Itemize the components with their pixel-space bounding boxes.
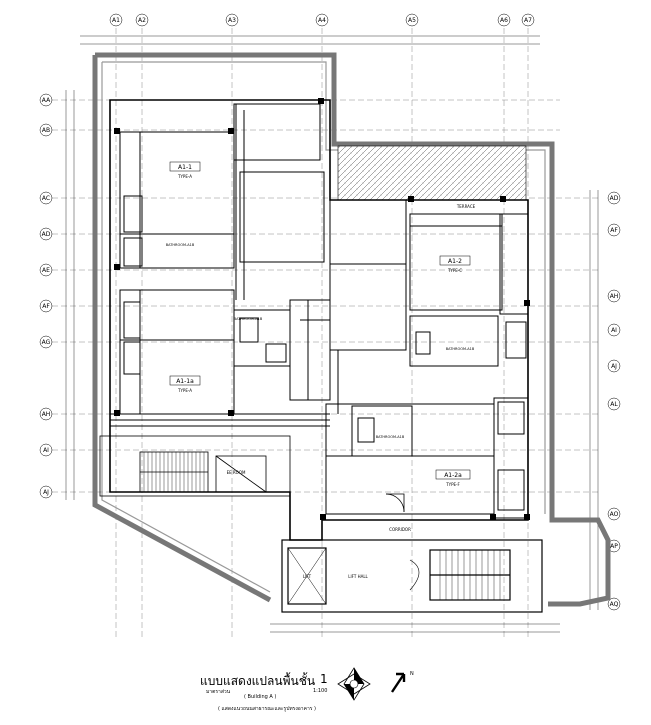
compass-icon <box>337 667 371 701</box>
grid-label: A6 <box>500 17 508 24</box>
unit-name: A1-2a <box>444 472 462 479</box>
terrace-label: TERRACE <box>456 204 476 209</box>
grid-label: AF <box>610 227 618 234</box>
title-building: ( Building A ) <box>244 694 277 700</box>
terrace-hatch <box>337 145 527 201</box>
title-scale: 1:100 <box>313 688 328 694</box>
grid-label: AO <box>610 511 619 518</box>
dimension-lines <box>65 35 599 633</box>
grid-label: A5 <box>408 17 416 24</box>
unit-name: A1-1a <box>176 378 194 385</box>
title-scale-caption: มาตราส่วน <box>206 689 231 695</box>
lift-label: LIFT <box>303 574 312 579</box>
corridor-label: CORRIDOR <box>389 527 411 532</box>
grid-label: A2 <box>138 17 146 24</box>
title-note: ( แสดงแนวถนนสาธารณะและรูปทรงอาคาร ) <box>218 706 316 712</box>
unit-type: TYPE-A <box>177 388 192 393</box>
lift-core <box>281 539 543 613</box>
room-labels: A1-1 TYPE-A A1-1a TYPE-A A1-2 TYPE-C A1-… <box>166 161 476 579</box>
interior-walls <box>110 103 529 519</box>
grid-left-labels: AA AB AC AD AE AF AG AH AI AJ <box>42 97 51 496</box>
unit-name: A1-1 <box>178 164 192 171</box>
grid-label: AL <box>610 401 618 408</box>
grid-label: A1 <box>112 17 120 24</box>
grid-label: AH <box>610 293 619 300</box>
north-label: N <box>410 671 414 677</box>
unit-type: TYPE-C <box>447 268 462 273</box>
north-arrow-icon <box>391 672 406 693</box>
grid-line-a6 <box>497 13 511 640</box>
site-boundary-inner <box>101 61 546 593</box>
grid-label: A3 <box>228 17 236 24</box>
grid-label: AJ <box>611 363 617 370</box>
grid-label: AG <box>42 339 51 346</box>
lift-hall-label: LIFT HALL <box>348 574 368 579</box>
title-main: แบบแสดงแปลนพื้นชั้น <box>200 674 316 688</box>
grid-top-labels: A1 A2 A3 A4 A5 A6 A7 <box>112 17 532 24</box>
entry-door <box>385 493 405 513</box>
grid-label: AD <box>610 195 619 202</box>
bathroom-label: BATHROOM-A1B <box>234 317 263 321</box>
grid-label: AJ <box>43 489 49 496</box>
grid-label: AP <box>610 543 618 550</box>
grid-label: AF <box>42 303 50 310</box>
columns <box>114 98 530 520</box>
grid-label: AB <box>42 127 50 134</box>
grid-label: AQ <box>610 601 619 608</box>
grid-label: AE <box>42 267 50 274</box>
grid-label: AH <box>42 411 51 418</box>
grid-line-a5 <box>405 13 419 640</box>
grid-label: AD <box>42 231 51 238</box>
grid-line-a2 <box>135 13 149 640</box>
ee-room-label: EE ROOM <box>227 470 246 475</box>
site-boundary <box>92 52 611 607</box>
title-number: 1 <box>320 672 328 686</box>
bathroom-label: BATHROOM-A1B <box>166 243 195 247</box>
unit-type: TYPE-A <box>177 174 192 179</box>
unit-type: TYPE-F <box>445 482 460 487</box>
grid-right-labels: AD AF AH AI AJ AL AO AP AQ <box>610 195 619 608</box>
grid-label: A7 <box>524 17 532 24</box>
bathroom-label: BATHROOM-A1B <box>376 435 405 439</box>
grid-label: AC <box>42 195 50 202</box>
grid-label: AI <box>611 327 617 334</box>
stair-left <box>99 435 291 497</box>
grid-right <box>607 191 621 611</box>
grid-label: AA <box>42 97 51 104</box>
grid-label: A4 <box>318 17 326 24</box>
unit-name: A1-2 <box>448 258 462 265</box>
bathroom-label: BATHROOM-A1B <box>446 347 475 351</box>
grid-label: AI <box>43 447 49 454</box>
grid-left <box>39 93 600 499</box>
